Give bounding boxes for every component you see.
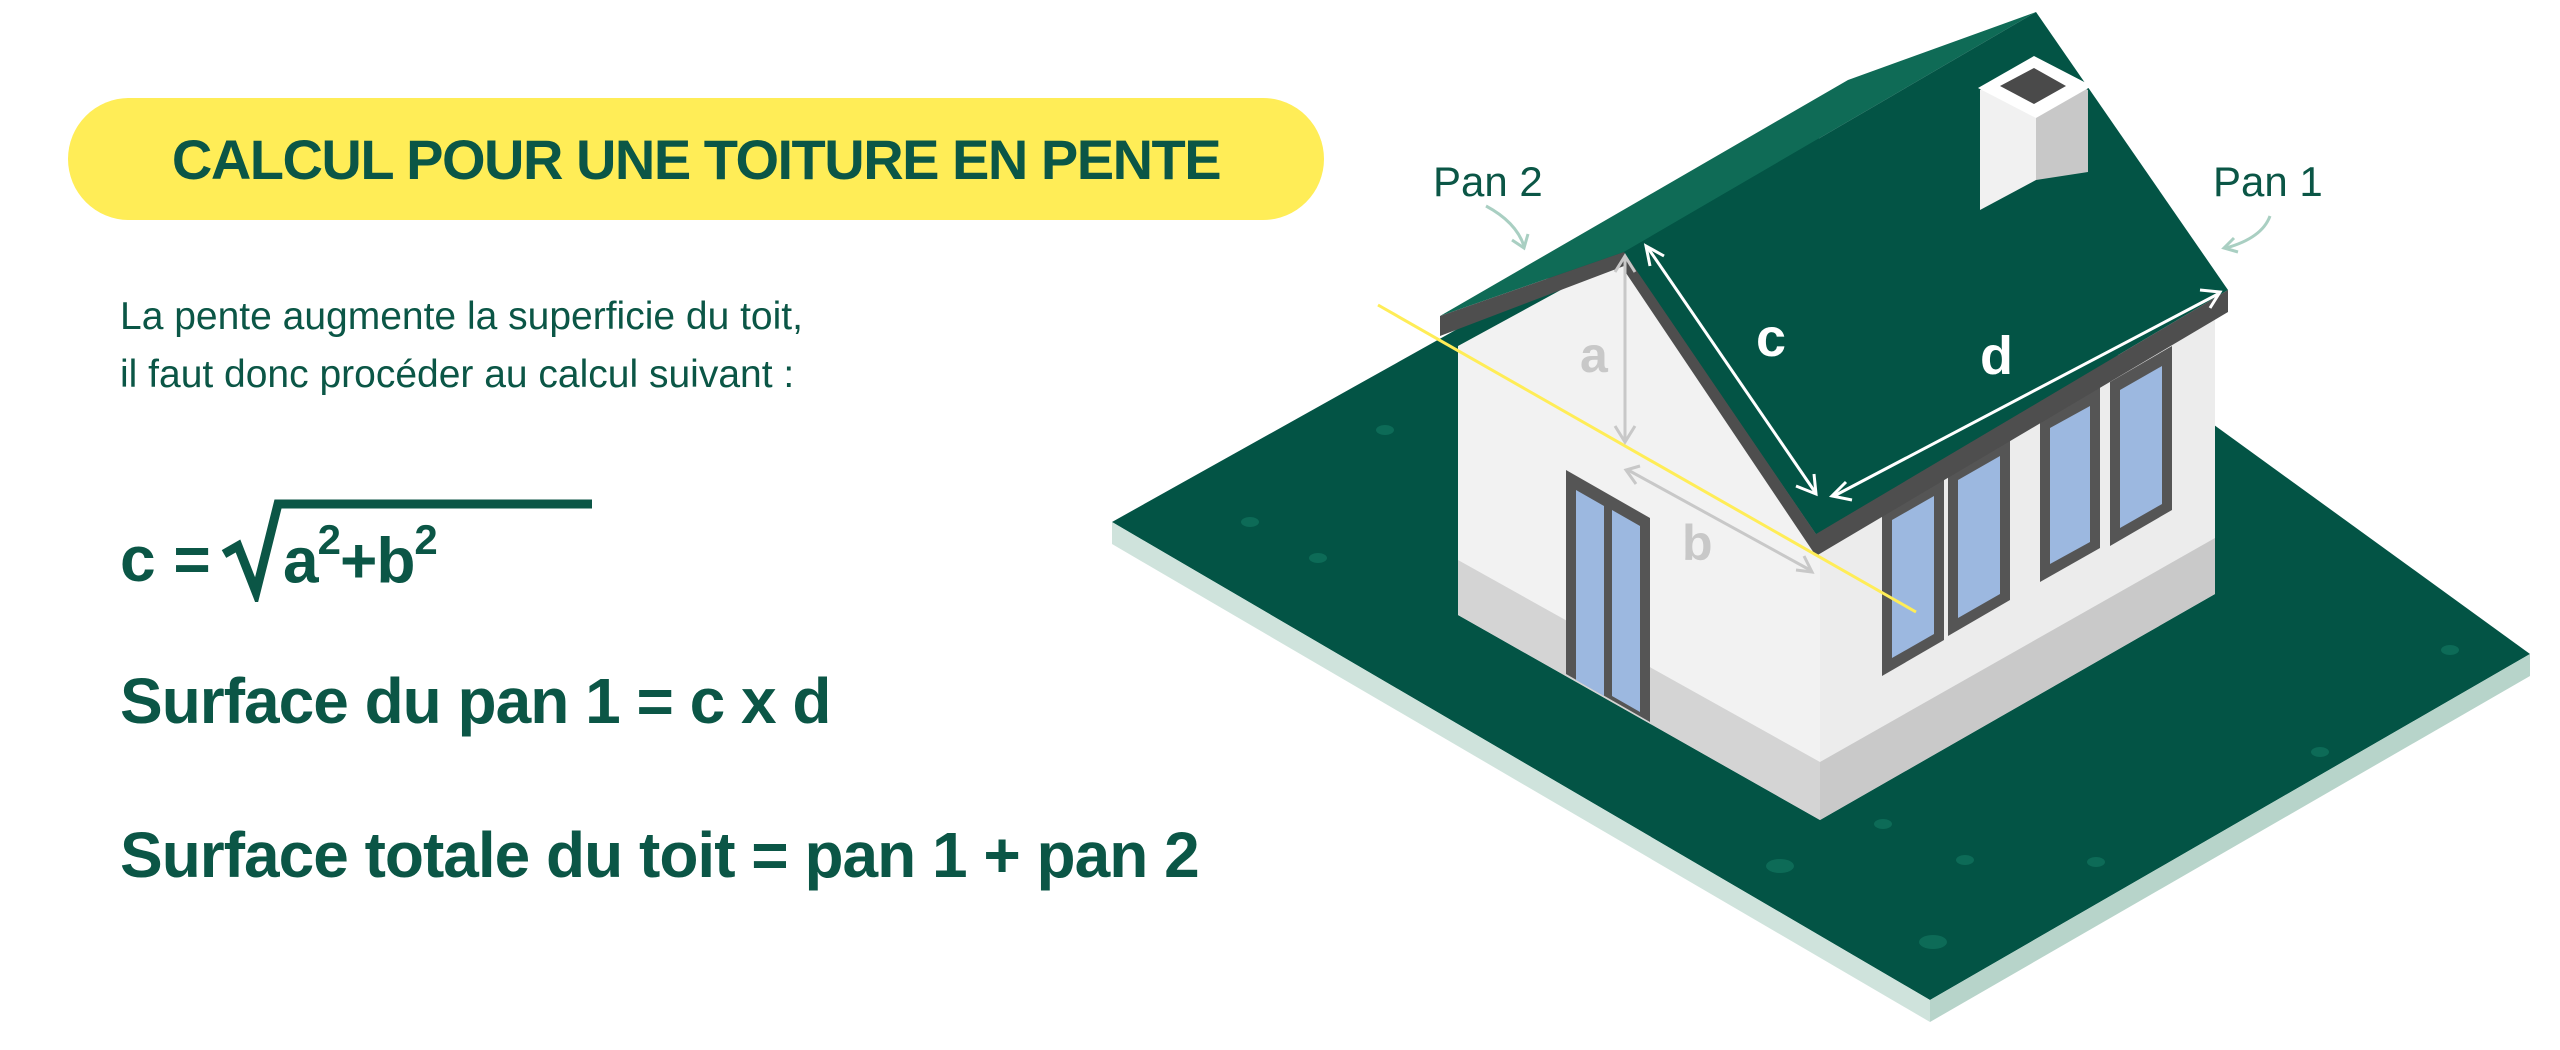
formula-pythagoras: c = a2+b2 <box>120 492 620 612</box>
exponent-a: 2 <box>317 516 341 563</box>
door <box>1566 470 1650 722</box>
label-d: d <box>1980 326 2013 386</box>
formula-radicand: a2+b2 <box>283 516 438 597</box>
var-a: a <box>283 524 319 597</box>
label-pan2: Pan 2 <box>1433 158 1543 205</box>
formula-surface-pan1: Surface du pan 1 = c x d <box>120 665 831 737</box>
windows <box>1882 346 2172 676</box>
slope-reference-line <box>1377 303 1917 614</box>
explanation-panel: CALCUL POUR UNE TOITURE EN PENTE La pent… <box>68 98 1324 891</box>
formula-surface-totale: Surface totale du toit = pan 1 + pan 2 <box>120 819 1200 891</box>
formula-c-lhs: c = <box>120 523 211 595</box>
var-b: b <box>376 524 415 597</box>
chimney <box>1978 56 2092 210</box>
square-root-symbol <box>221 499 592 602</box>
intro-line-1: La pente augmente la superficie du toit, <box>120 295 803 338</box>
label-pan1: Pan 1 <box>2213 158 2323 205</box>
page-title: CALCUL POUR UNE TOITURE EN PENTE <box>171 127 1222 191</box>
label-c: c <box>1756 308 1786 368</box>
house-roof-illustration: Pan 2 Pan 1 a b c d <box>1112 12 2530 1022</box>
dimension-arrows <box>1485 204 2272 574</box>
exponent-b: 2 <box>414 516 437 563</box>
plus-sign: + <box>339 524 377 597</box>
title-banner: CALCUL POUR UNE TOITURE EN PENTE <box>68 98 1324 220</box>
label-b: b <box>1682 515 1713 571</box>
label-a: a <box>1580 327 1609 383</box>
intro-text: La pente augmente la superficie du toit,… <box>120 288 1220 404</box>
intro-line-2: il faut donc procéder au calcul suivant … <box>120 353 795 396</box>
